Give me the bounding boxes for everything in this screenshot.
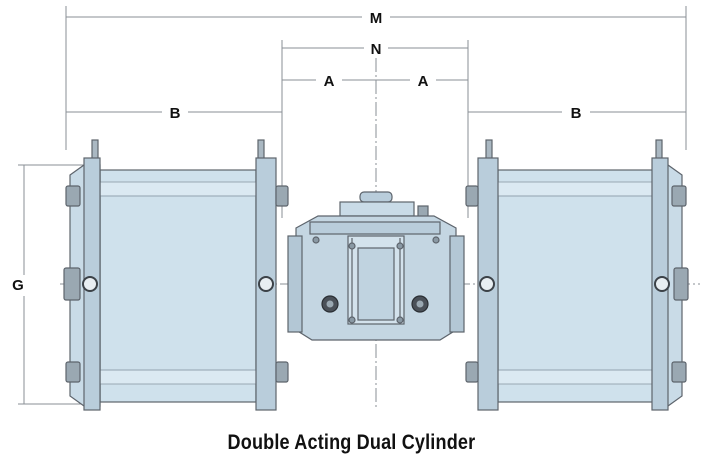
center-housing xyxy=(287,191,465,341)
dimension-label-g: G xyxy=(12,277,24,294)
dimension-label-m: M xyxy=(370,10,383,27)
right-cylinder xyxy=(465,139,689,411)
dimension-label-a-left: A xyxy=(324,73,335,90)
dimension-label-n: N xyxy=(371,41,382,58)
dimension-label-b-right: B xyxy=(571,105,582,122)
dimension-label-b-left: B xyxy=(170,105,181,122)
diagram-caption: Double Acting Dual Cylinder xyxy=(227,431,476,454)
dimension-label-a-right: A xyxy=(418,73,429,90)
left-cylinder xyxy=(63,139,289,411)
